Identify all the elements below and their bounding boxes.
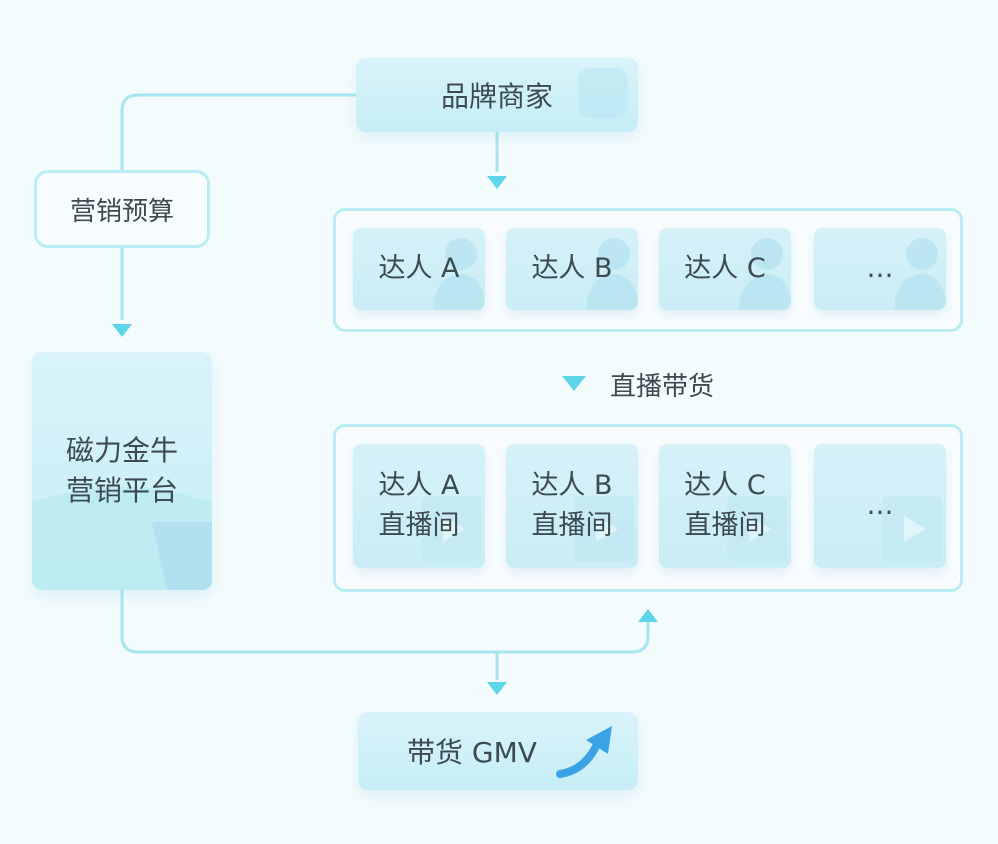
gmv-label: 带货 GMV [407, 736, 537, 769]
marketing-budget-node: 营销预算 [34, 170, 210, 248]
brand-to-budget-line [120, 93, 358, 172]
gmv-node: 带货 GMV [358, 712, 638, 790]
live-room-tile: 达人 C 直播间 [659, 444, 791, 568]
live-commerce-text: 直播带货 [610, 372, 715, 402]
play-icon [727, 496, 787, 562]
influencer-label: 达人 C [684, 253, 766, 284]
live-room-label: … [866, 490, 894, 521]
person-icon [433, 238, 485, 310]
brand-merchant-node: 品牌商家 [356, 58, 638, 132]
play-icon [421, 496, 481, 562]
trend-up-arrow-icon [556, 726, 612, 778]
marketing-budget-label: 营销预算 [69, 196, 174, 227]
person-icon [586, 238, 638, 310]
live-room-label: 达人 A 直播间 [378, 470, 460, 541]
up-arrow-icon [638, 609, 658, 622]
influencer-label: 达人 A [378, 253, 460, 284]
platform-to-live-line [120, 588, 650, 654]
live-room-tile: 达人 A 直播间 [353, 444, 485, 568]
platform-label: 磁力金牛 营销平台 [65, 434, 178, 507]
brand-merchant-label: 品牌商家 [440, 80, 553, 113]
person-icon [894, 238, 946, 310]
down-arrow-icon [487, 682, 507, 695]
influencer-label: 达人 B [531, 253, 613, 284]
influencer-label: … [866, 253, 894, 284]
wave-decoration-icon [32, 487, 212, 590]
influencer-tile: 达人 C [659, 228, 791, 310]
influencer-tile: 达人 A [353, 228, 485, 310]
influencer-tile: … [814, 228, 946, 310]
person-icon [739, 238, 791, 310]
live-room-tile: 达人 B 直播间 [506, 444, 638, 568]
down-arrow-icon [112, 324, 132, 337]
play-icon [574, 496, 634, 562]
influencer-tile: 达人 B [506, 228, 638, 310]
down-arrow-icon [487, 176, 507, 189]
live-room-tile: … [814, 444, 946, 568]
live-room-label: 达人 B 直播间 [531, 470, 613, 541]
down-arrow-icon [562, 376, 586, 391]
play-icon [882, 496, 942, 562]
live-commerce-label: 直播带货 [610, 366, 714, 403]
live-room-label: 达人 C 直播间 [684, 470, 766, 541]
platform-node: 磁力金牛 营销平台 [32, 352, 212, 590]
shape-decoration-icon [578, 68, 628, 118]
